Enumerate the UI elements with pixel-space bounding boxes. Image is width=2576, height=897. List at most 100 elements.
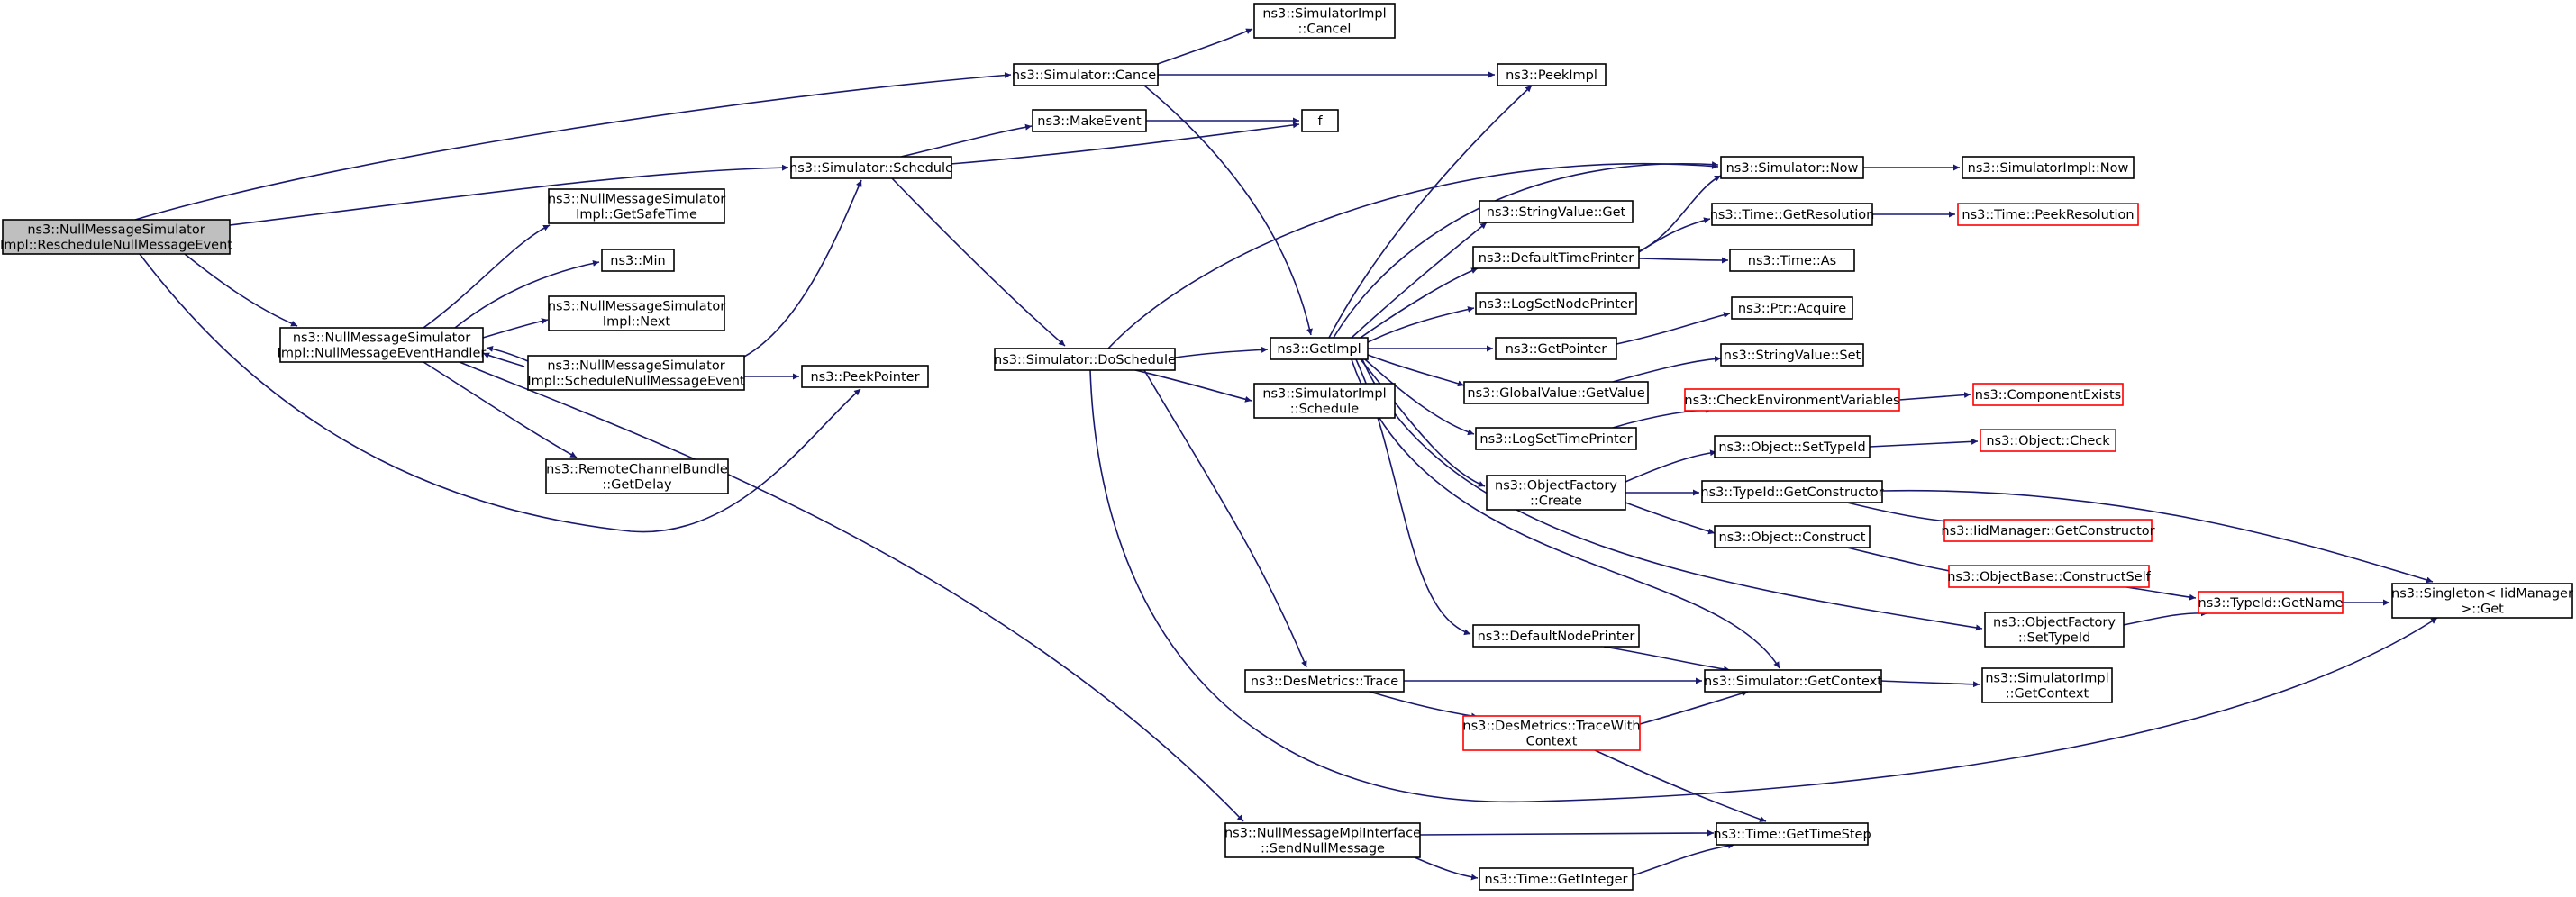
edge-simSchedule-to-doSchedule (891, 177, 1066, 347)
node-objectCheck[interactable]: ns3::Object::Check (1980, 429, 2116, 452)
edge-defaultTimePrinter-to-timeGetResolution (1638, 217, 1711, 253)
node-defaultTimePrinter[interactable]: ns3::DefaultTimePrinter (1472, 246, 1640, 269)
node-iidManagerGetConstructor[interactable]: ns3::IidManager::GetConstructor (1941, 519, 2155, 542)
node-simImplNow[interactable]: ns3::SimulatorImpl::Now (1962, 156, 2135, 179)
node-simSchedule[interactable]: ns3::Simulator::Schedule (789, 156, 953, 179)
nodes: ns3::NullMessageSimulatorImpl::Reschedul… (0, 3, 2573, 891)
node-label: ns3::Simulator::Schedule (789, 161, 953, 176)
edges (134, 28, 2438, 881)
edge-getImpl-to-peekImpl (1328, 85, 1533, 339)
node-logSetTimePrinter[interactable]: ns3::LogSetTimePrinter (1475, 427, 1637, 450)
node-label: ns3::TypeId::GetConstructor (1700, 485, 1883, 500)
edge-nmEventHandler-to-getSafeTime (423, 224, 551, 329)
node-stringValueGet[interactable]: ns3::StringValue::Get (1479, 200, 1634, 223)
node-timePeekResolution[interactable]: ns3::Time::PeekResolution (1957, 203, 2139, 226)
node-singletonGet[interactable]: ns3::Singleton< IidManager >::Get (2391, 583, 2573, 619)
node-getPointer[interactable]: ns3::GetPointer (1495, 337, 1617, 360)
node-logSetNodePrinter[interactable]: ns3::LogSetNodePrinter (1475, 292, 1637, 315)
edge-defaultTimePrinter-to-timeAs (1638, 257, 1729, 264)
node-simImplGetContext[interactable]: ns3::SimulatorImpl::GetContext (1981, 667, 2113, 703)
node-typeIdGetConstructor[interactable]: ns3::TypeId::GetConstructor (1700, 480, 1884, 503)
node-label: ns3::Time::As (1748, 254, 1836, 268)
node-peekPointer[interactable]: ns3::PeekPointer (801, 365, 929, 388)
node-timeAs[interactable]: ns3::Time::As (1729, 249, 1855, 272)
node-defaultNodePrinter[interactable]: ns3::DefaultNodePrinter (1472, 624, 1640, 648)
node-label: ns3::Time::GetTimeStep (1713, 828, 1871, 842)
node-label: ns3::Simulator::DoSchedule (994, 353, 1176, 367)
edge-globalValueGetValue-to-stringValueSet (1612, 355, 1722, 383)
edge-doSchedule-to-getImpl (1174, 346, 1269, 358)
node-objectConstruct[interactable]: ns3::Object::Construct (1714, 525, 1871, 548)
node-typeIdGetName[interactable]: ns3::TypeId::GetName (2198, 591, 2344, 614)
node-scheduleNullMessageEvent[interactable]: ns3::NullMessageSimulatorImpl::ScheduleN… (527, 355, 745, 391)
edge-objectFactorySetTypeId-to-typeIdGetName (2123, 610, 2208, 626)
node-getSafeTime[interactable]: ns3::NullMessageSimulatorImpl::GetSafeTi… (548, 188, 725, 224)
node-root[interactable]: ns3::NullMessageSimulatorImpl::Reschedul… (0, 219, 232, 255)
edge-objectConstruct-to-objectBaseConstructSelf (1846, 547, 1956, 575)
node-objectSetTypeId[interactable]: ns3::Object::SetTypeId (1714, 435, 1871, 458)
node-globalValueGetValue[interactable]: ns3::GlobalValue::GetValue (1463, 381, 1649, 404)
node-label: ns3::NullMessageSimulator (27, 223, 205, 238)
node-timeGetResolution[interactable]: ns3::Time::GetResolution (1710, 203, 1875, 226)
edge-doSchedule-to-singletonGet (1089, 369, 2438, 803)
node-label: ::SetTypeId (2018, 631, 2090, 646)
node-objectBaseConstructSelf[interactable]: ns3::ObjectBase::ConstructSelf (1947, 565, 2152, 588)
node-label: Context (1526, 735, 1578, 749)
node-label: ns3::LogSetTimePrinter (1479, 432, 1632, 447)
node-label: ns3::DefaultNodePrinter (1478, 630, 1635, 644)
node-makeEvent[interactable]: ns3::MakeEvent (1032, 109, 1147, 132)
edge-simCancel-to-simImplCancel (1157, 28, 1253, 65)
edge-timeGetInteger-to-timeGetTimeStep (1632, 842, 1735, 876)
node-label: ::Cancel (1298, 23, 1352, 37)
node-label: ns3::Time::PeekResolution (1962, 208, 2134, 222)
edge-sendNullMessage-to-timeGetTimeStep (1419, 829, 1715, 837)
node-stringValueSet[interactable]: ns3::StringValue::Set (1720, 343, 1864, 367)
node-label: ns3::SimulatorImpl (1262, 7, 1386, 22)
edge-desMetricsTraceWithContext-to-timeGetTimeStep (1594, 749, 1767, 822)
node-doSchedule[interactable]: ns3::Simulator::DoSchedule (994, 348, 1176, 371)
edge-simGetContext-to-simImplGetContext (1880, 680, 1980, 688)
node-timeGetTimeStep[interactable]: ns3::Time::GetTimeStep (1713, 822, 1871, 846)
edge-typeIdGetConstructor-to-iidManagerGetConstructor (1846, 502, 1961, 526)
edge-objectBaseConstructSelf-to-typeIdGetName (2125, 586, 2197, 601)
edge-getPointer-to-ptrAcquire (1616, 312, 1731, 345)
node-objectFactoryCreate[interactable]: ns3::ObjectFactory::Create (1486, 475, 1626, 511)
edge-getImpl-to-stringValueGet (1351, 222, 1488, 339)
node-label: ns3::NullMessageSimulator (293, 331, 470, 346)
node-desMetricsTrace[interactable]: ns3::DesMetrics::Trace (1244, 669, 1405, 693)
edge-root-to-simCancel (134, 72, 1012, 221)
node-label: ns3::Time::GetInteger (1485, 873, 1628, 887)
node-simNow[interactable]: ns3::Simulator::Now (1720, 156, 1864, 179)
edge-checkEnvVars-to-componentExists (1898, 392, 1971, 401)
node-min[interactable]: ns3::Min (601, 249, 675, 272)
node-objectFactorySetTypeId[interactable]: ns3::ObjectFactory::SetTypeId (1984, 612, 2125, 648)
edge-scheduleNullMessageEvent-to-nmEventHandler (486, 345, 529, 362)
node-ptrAcquire[interactable]: ns3::Ptr::Acquire (1731, 296, 1853, 320)
node-simGetContext[interactable]: ns3::Simulator::GetContext (1704, 669, 1882, 693)
node-nmEventHandler[interactable]: ns3::NullMessageSimulatorImpl::NullMessa… (278, 327, 487, 363)
node-peekImpl[interactable]: ns3::PeekImpl (1497, 63, 1607, 86)
node-timeGetInteger[interactable]: ns3::Time::GetInteger (1479, 867, 1634, 891)
node-label: ns3::GetPointer (1506, 342, 1607, 357)
node-simImplCancel[interactable]: ns3::SimulatorImpl::Cancel (1253, 3, 1396, 39)
node-f[interactable]: f (1301, 109, 1339, 132)
edge-nmEventHandler-to-remoteChannelBundle (423, 361, 578, 458)
node-getImpl[interactable]: ns3::GetImpl (1270, 337, 1369, 360)
edge-logSetTimePrinter-to-checkEnvVars (1612, 406, 1713, 429)
node-simImplSchedule[interactable]: ns3::SimulatorImpl::Schedule (1253, 383, 1396, 419)
node-label: ::Create (1530, 494, 1582, 509)
node-simCancel[interactable]: ns3::Simulator::Cancel (1012, 63, 1160, 86)
node-label: ::GetDelay (602, 478, 672, 493)
node-checkEnvVars[interactable]: ns3::CheckEnvironmentVariables (1684, 388, 1900, 412)
edge-doSchedule-to-simNow (1107, 162, 1719, 349)
node-label: ns3::Object::SetTypeId (1718, 440, 1865, 455)
node-label: ns3::PeekImpl (1506, 68, 1597, 83)
edge-nmEventHandler-to-min (454, 259, 600, 329)
node-remoteChannelBundle[interactable]: ns3::RemoteChannelBundle::GetDelay (545, 458, 729, 494)
node-label: ns3::NullMessageMpiInterface (1224, 827, 1421, 841)
node-sendNullMessage[interactable]: ns3::NullMessageMpiInterface::SendNullMe… (1224, 822, 1421, 858)
node-componentExists[interactable]: ns3::ComponentExists (1972, 383, 2124, 406)
edge-getImpl-to-simGetContext (1351, 358, 1780, 669)
